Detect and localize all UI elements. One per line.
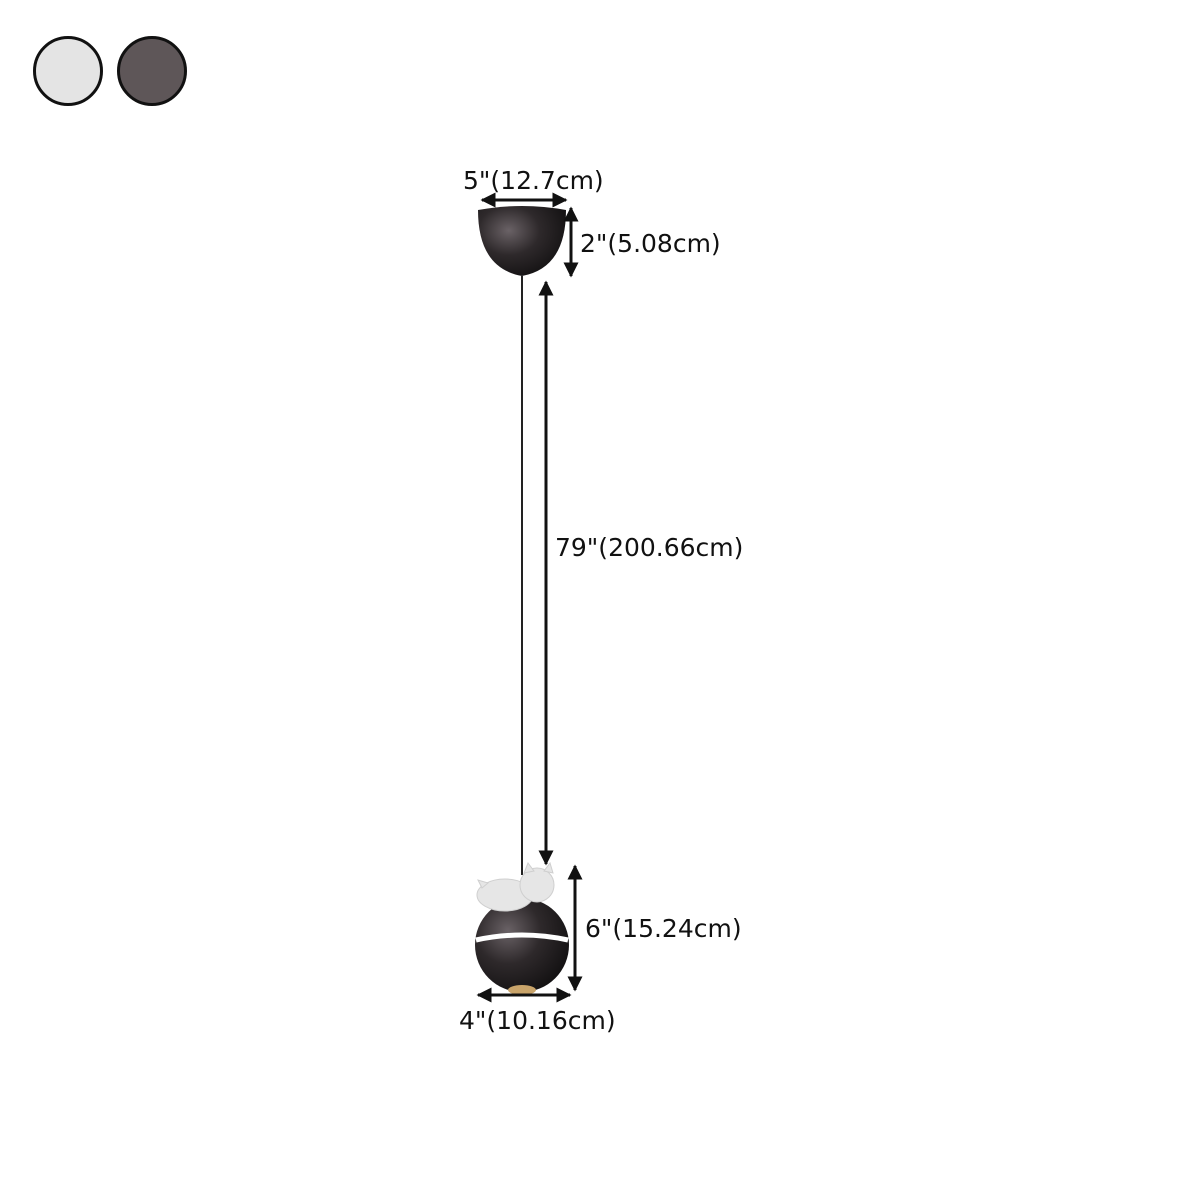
color-swatch-dark[interactable] (117, 36, 187, 106)
shade-height-label: 6"(15.24cm) (585, 914, 742, 943)
canopy-height-label: 2"(5.08cm) (580, 229, 721, 258)
pendant-shade (475, 861, 569, 995)
color-swatch-light[interactable] (33, 36, 103, 106)
cat-figure (476, 861, 555, 912)
canopy (478, 206, 566, 276)
canopy-width-label: 5"(12.7cm) (463, 166, 604, 195)
cord-length-label: 79"(200.66cm) (555, 533, 743, 562)
shade-width-label: 4"(10.16cm) (459, 1006, 616, 1035)
